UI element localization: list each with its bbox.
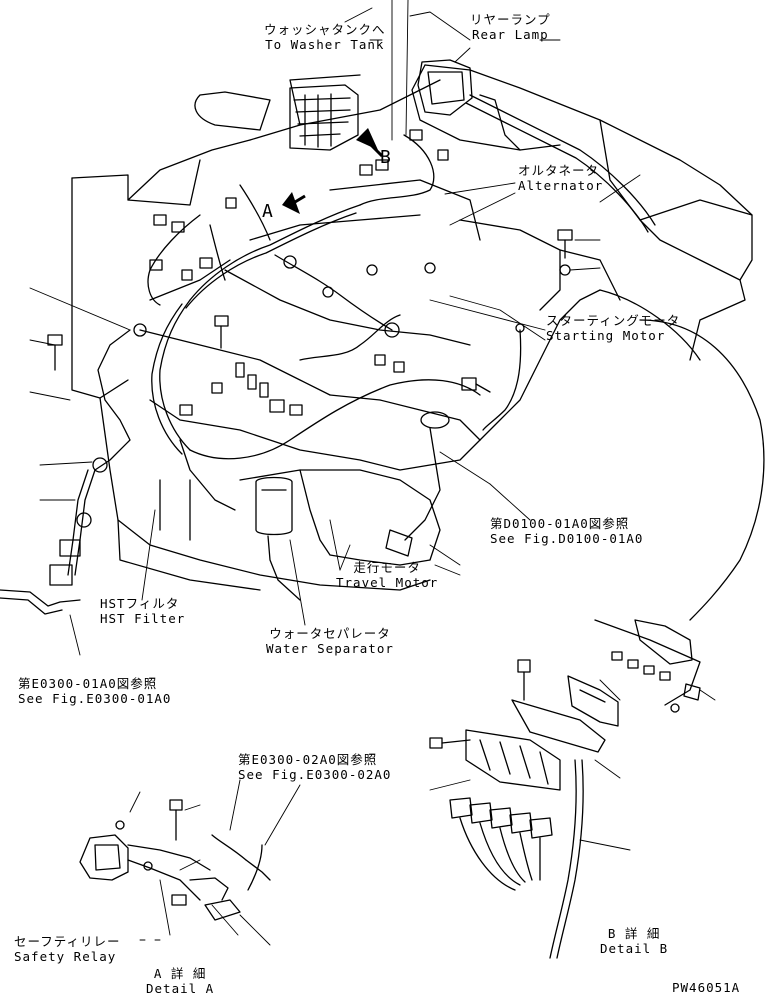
leader-lines <box>29 0 716 946</box>
fig-e0300-01-reference: 第E0300-01A0図参照 See Fig.E0300-01A0 <box>18 676 171 706</box>
safety-relay-label: セーフティリレー Safety Relay <box>14 934 121 964</box>
rear-lamp-shape <box>417 59 473 116</box>
water-separator-label-jp: ウォータセパレータ <box>269 626 391 641</box>
starting-motor-label-en: Starting Motor <box>546 328 666 343</box>
washer-tank-label-jp: ウォッシャタンクへ <box>264 22 386 37</box>
rear-lamp-label: リヤーランプ Rear Lamp <box>470 12 551 42</box>
washer-tank-label: ウォッシャタンクへ To Washer Tank <box>264 22 386 52</box>
main-wire-harness <box>67 94 656 576</box>
rear-lamp-label-en: Rear Lamp <box>471 27 549 42</box>
detail-a-label: A 詳 細 Detail A <box>146 966 214 996</box>
drawing-number: PW46051A <box>672 980 741 995</box>
water-separator-shape <box>255 476 301 601</box>
starting-motor-cable <box>482 323 525 431</box>
fig-e0300-02-reference: 第E0300-02A0図参照 See Fig.E0300-02A0 <box>238 752 391 782</box>
starting-motor-label: スターティングモータ Starting Motor <box>546 313 680 343</box>
detail-a-drawing <box>79 820 271 921</box>
alternator-label-en: Alternator <box>518 178 604 193</box>
washer-tank-label-en: To Washer Tank <box>265 37 385 52</box>
harness-connectors <box>49 129 449 586</box>
detail-b-label-jp: B 詳 細 <box>607 926 661 941</box>
detail-b-label-en: Detail B <box>600 941 669 956</box>
travel-motor-label-en: Travel Motor <box>336 575 439 590</box>
machine-body-outline <box>71 64 765 621</box>
fig-e0300-02-en: See Fig.E0300-02A0 <box>238 767 392 782</box>
fig-d0100-jp: 第D0100-01A0図参照 <box>490 516 630 531</box>
alternator-label-jp: オルタネータ <box>518 163 600 178</box>
detail-b-label: B 詳 細 Detail B <box>600 926 668 956</box>
starting-motor-label-jp: スターティングモータ <box>546 313 681 328</box>
hst-filter-label: HSTフィルタ HST Filter <box>100 596 185 626</box>
safety-relay-label-jp: セーフティリレー <box>14 934 121 949</box>
direction-arrows <box>282 128 384 214</box>
fig-d0100-en: See Fig.D0100-01A0 <box>490 531 644 546</box>
fig-e0300-01-en: See Fig.E0300-01A0 <box>18 691 172 706</box>
fig-e0300-02-jp: 第E0300-02A0図参照 <box>238 752 378 767</box>
safety-relay-label-en: Safety Relay <box>14 949 117 964</box>
fig-d0100-reference: 第D0100-01A0図参照 See Fig.D0100-01A0 <box>490 516 643 546</box>
fig-e0300-01-jp: 第E0300-01A0図参照 <box>18 676 158 691</box>
water-separator-label: ウォータセパレータ Water Separator <box>266 626 394 656</box>
rear-cable <box>0 589 81 615</box>
travel-motor-label-jp: 走行モータ <box>353 560 421 575</box>
pedal-linkage <box>385 411 450 557</box>
alternator-label: オルタネータ Alternator <box>518 163 603 193</box>
travel-motor-label: 走行モータ Travel Motor <box>336 560 438 590</box>
marker-a: A <box>262 201 274 222</box>
marker-b: B <box>380 147 392 168</box>
detail-a-label-en: Detail A <box>146 981 215 996</box>
rear-lamp-label-jp: リヤーランプ <box>470 12 551 27</box>
washer-tank-connector-block <box>289 84 359 151</box>
hst-filter-label-en: HST Filter <box>100 611 186 626</box>
hst-filter-label-jp: HSTフィルタ <box>100 596 180 611</box>
detail-b-drawing <box>449 619 701 959</box>
detail-a-label-jp: A 詳 細 <box>153 966 207 981</box>
water-separator-label-en: Water Separator <box>266 641 394 656</box>
